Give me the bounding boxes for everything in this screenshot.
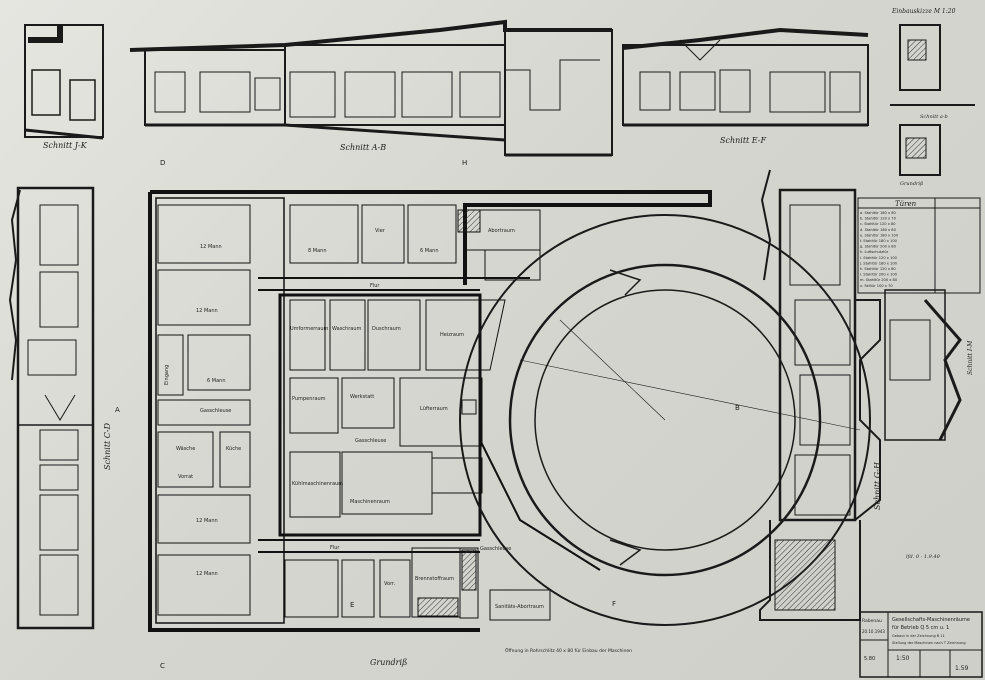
doors-table-row: k. Stahltür 120 x 80 <box>860 267 896 271</box>
room-8-mann: 8 Mann <box>308 248 327 254</box>
marker-b: B <box>735 404 740 412</box>
room-12-mann-3: 12 Mann <box>196 518 218 524</box>
section-ab <box>129 19 613 157</box>
room-vier: Vier <box>375 228 386 234</box>
room-abortraum: Abortraum <box>488 228 515 234</box>
room-luefterraum: Lüfterraum <box>420 406 448 412</box>
doors-table-row: l. Stahltür 200 x 100 <box>860 273 898 277</box>
title-block <box>859 611 983 678</box>
note-opening: Öffnung in Rohrschlitz 40 x 80 für Einba… <box>505 647 632 654</box>
title-project: für Betrieb Q 5 cm u. 1 <box>892 625 949 631</box>
room-vorr: Vorr. <box>384 581 396 587</box>
room-vorrat: Vorrat <box>178 474 193 480</box>
room-eingang: Eingang <box>164 365 170 385</box>
room-6-mann-b: 6 Mann <box>420 248 439 254</box>
room-flur-2: Flur <box>330 545 340 551</box>
title-place: Rabenau <box>862 618 882 624</box>
room-werkstatt: Werkstatt <box>350 394 374 400</box>
label-einbauskizze: Einbauskizze M 1:20 <box>891 8 956 15</box>
section-ef <box>622 27 869 127</box>
title-sub1: Gebaut in der Zeichnung B 11 <box>892 634 945 638</box>
doors-table-row: c. Stahltür 120 x 80 <box>860 222 896 226</box>
room-12-mann-1: 12 Mann <box>200 244 222 250</box>
label-schnitt-ab: Schnitt A-B <box>340 143 386 152</box>
room-brennstoffraum: Brennstoffraum <box>415 576 454 582</box>
title-scale: 1:50 <box>896 655 910 662</box>
label-schnitt-ef: Schnitt E-F <box>720 136 766 145</box>
label-schnitt-gh: Schnitt G-H <box>873 461 882 510</box>
room-heizraum: Heizraum <box>440 332 464 338</box>
room-sanitaets-abortraum: Sanitäts-Abortraum <box>495 604 544 610</box>
label-schnitt-im: Schnitt I-M <box>967 340 974 375</box>
doors-table-row: j. Stahltür 180 x 100 <box>859 261 898 265</box>
doors-table-row: a. Stahltür 180 x 80 <box>860 211 897 215</box>
room-maschinenraum: Maschinenraum <box>350 499 390 505</box>
room-pumpenraum: Pumpenraum <box>292 396 326 402</box>
label-schnitt-jk: Schnitt J-K <box>43 141 88 150</box>
room-kueche: Küche <box>226 446 241 452</box>
room-flur: Flur <box>370 283 380 289</box>
room-gasschleuse-3: Gasschleuse <box>200 408 231 414</box>
room-gasschleuse: Gasschleuse <box>355 438 386 444</box>
title-date: 20.10.1943 <box>862 629 885 634</box>
doors-table-row: i. Stahltür 120 x 100 <box>860 256 898 260</box>
section-gh <box>759 169 881 621</box>
section-im <box>884 289 962 441</box>
doors-table-row: h. Luftschutztür <box>860 250 889 254</box>
title-code: 5.80 <box>864 656 875 662</box>
marker-f: F <box>612 600 616 608</box>
title-org: Gesellschafts-Maschinenräume <box>892 617 970 623</box>
room-12-mann-2: 12 Mann <box>196 308 218 314</box>
title-sub2: Stellung der Maschinen nach T Zeichnung <box>892 641 966 645</box>
room-duschraum: Duschraum <box>372 326 401 332</box>
room-kuehlmaschinenraum: Kühlmaschinenraum <box>292 481 343 487</box>
marker-a: A <box>115 406 120 414</box>
main-plan <box>148 190 712 632</box>
room-waesche: Wäsche <box>176 446 195 452</box>
label-grundriss-small: Grundriß <box>900 181 923 187</box>
label-grundriss: Grundriß <box>370 658 407 667</box>
room-gasschleuse-2: Gasschleuse <box>480 546 511 552</box>
doors-table-row: g. Stahltür 200 x 80 <box>860 245 897 249</box>
doors-table-row: n. Falltür 100 x 70 <box>860 284 893 288</box>
marker-h: H <box>462 159 467 167</box>
doors-table-row: m. Stahltür 200 x 80 <box>860 278 898 282</box>
room-12-mann-4: 12 Mann <box>196 571 218 577</box>
room-umformerraum: Umformerraum <box>290 326 329 332</box>
circular-chamber <box>459 214 871 626</box>
marker-c: C <box>160 662 165 670</box>
title-number: 1.59 <box>955 665 969 672</box>
doors-table-row: d. Stahltür 180 x 80 <box>860 228 897 232</box>
section-cd <box>8 186 95 630</box>
doors-table-row: b. Stahltür 120 x 70 <box>860 217 897 221</box>
doors-table-title: Türen <box>895 200 917 208</box>
doors-table-rows: a. Stahltür 180 x 80 b. Stahltür 120 x 70… <box>859 211 899 288</box>
room-6-mann: 6 Mann <box>207 378 226 384</box>
title-stamp: lfd. 0 - 1.9.40 <box>906 554 941 560</box>
doors-table-row: f. Stahltür 180 x 100 <box>860 239 898 243</box>
einbau-detail <box>890 24 975 176</box>
doors-table <box>857 197 981 294</box>
room-waschraum: Waschraum <box>332 326 361 332</box>
doors-table-row: e. Stahltür 180 x 100 <box>860 233 899 237</box>
label-schnitt-cd: Schnitt C-D <box>103 422 112 470</box>
marker-d: D <box>160 159 165 167</box>
label-schnitt-ab-small: Schnitt a-b <box>920 114 948 120</box>
marker-e: E <box>350 601 354 609</box>
section-jk <box>24 24 104 140</box>
